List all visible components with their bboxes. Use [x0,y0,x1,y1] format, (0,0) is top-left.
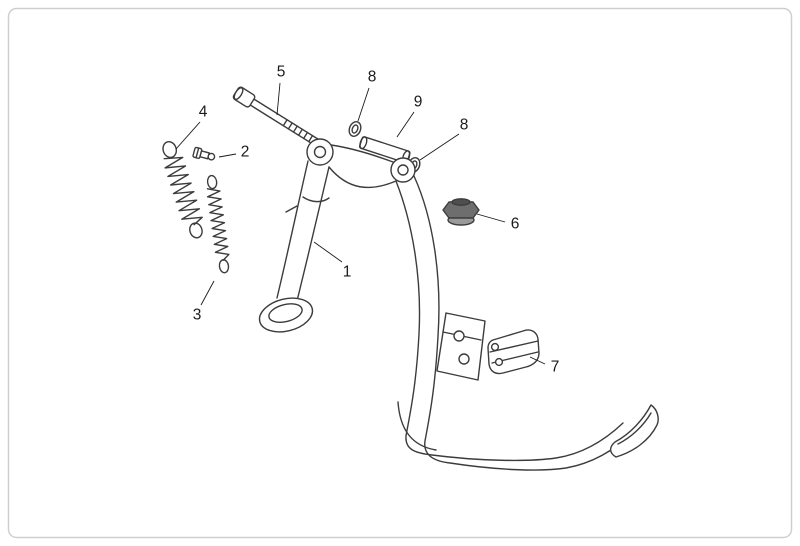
exploded-parts-drawing [162,86,659,471]
buffer-pad [487,329,540,375]
center-stand [258,138,659,471]
yoke-arch-edge [328,166,397,189]
grease-fitting [192,146,216,161]
foot-pedal-seam [617,412,652,445]
callout-leader-3 [200,280,215,306]
spring-anchor-tab [285,205,298,213]
callout-4: 4 [199,104,208,121]
frame-bottom-bend [397,401,437,451]
leg-outer-edge [276,160,309,299]
buffer-stud-bottom [494,357,504,367]
callout-leader-1 [313,241,343,263]
callout-leader-2 [218,153,237,158]
nut [442,198,480,226]
spring-small [206,174,230,274]
pin [358,136,411,164]
callout-7: 7 [551,359,560,376]
callout-labels: 5 8 9 8 4 2 6 1 3 7 [175,64,560,376]
left-pivot-hole [313,145,327,159]
yoke-top-edge [330,144,394,163]
right-pivot-hole [397,164,409,176]
bracket-hole-bottom [458,353,470,365]
frame-inner-edge [395,180,624,462]
callout-leader-8 [357,87,370,122]
spring-large [162,140,203,239]
frame-outer-edge [413,175,639,471]
foot-pad [258,297,314,333]
callout-8: 8 [460,117,469,134]
bracket-hole-top [453,330,465,342]
callout-leader-4 [175,121,201,150]
foot-pedal [609,404,659,458]
callout-3: 3 [193,307,202,324]
leg-inner-edge [296,166,330,302]
leg-collar [302,196,330,203]
callout-leader-6 [476,213,506,223]
callout-5: 5 [277,64,286,81]
callout-leader-7 [529,356,546,365]
buffer-stud-top [490,342,500,352]
callout-8: 8 [368,69,377,86]
figure-border [7,7,793,539]
callout-6: 6 [511,216,520,233]
washer-upper [348,121,362,137]
callout-leader-8 [419,133,460,161]
callout-1: 1 [343,264,352,281]
callout-leader-9 [396,111,415,138]
callout-2: 2 [241,144,250,161]
callout-9: 9 [414,94,423,111]
callout-leader-5 [276,82,281,116]
mounting-bracket [436,312,486,381]
